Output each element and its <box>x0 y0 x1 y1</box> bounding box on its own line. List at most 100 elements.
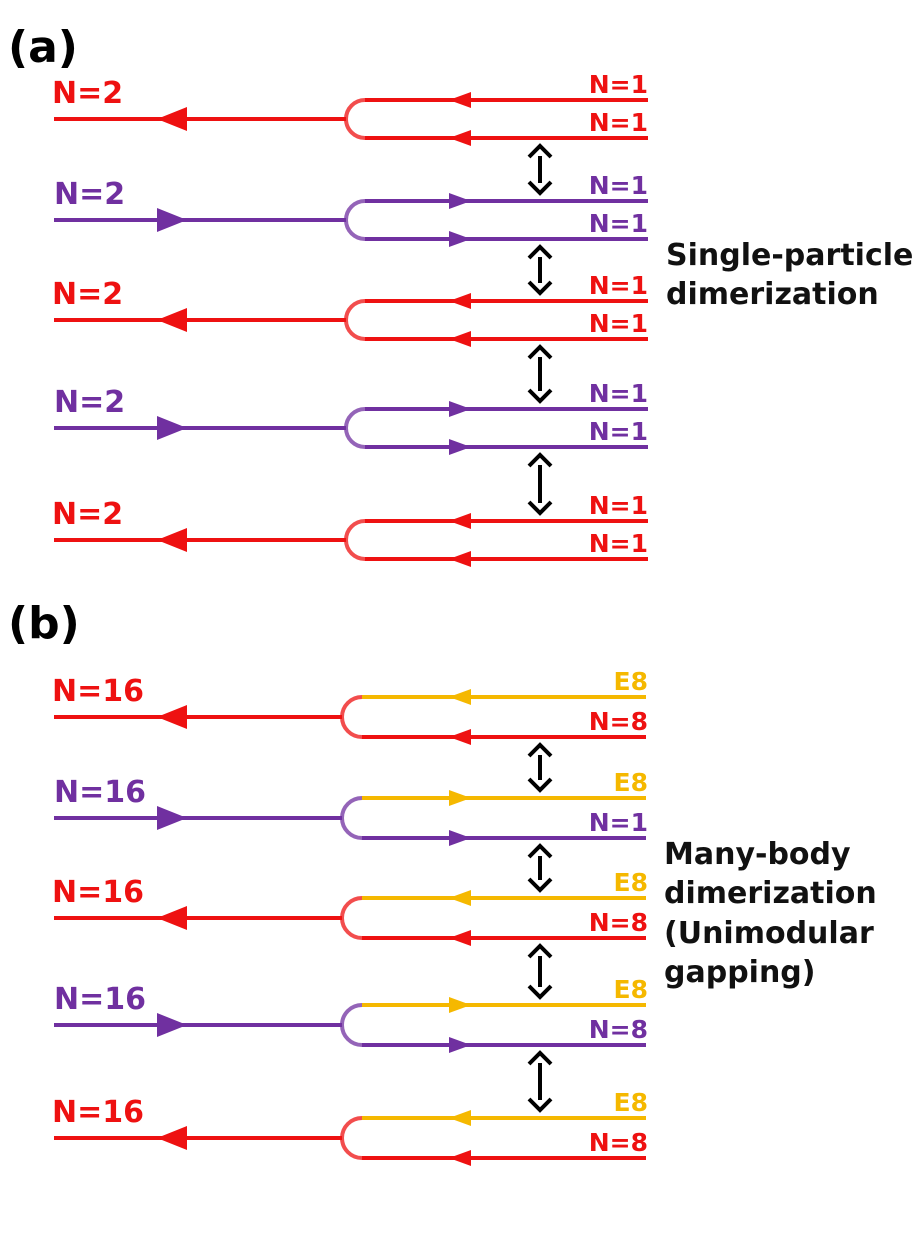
top-arrowhead <box>449 997 471 1013</box>
left-arrowhead <box>157 906 187 930</box>
top-label: N=1 <box>589 379 648 408</box>
double-arrow-head-up <box>527 843 553 859</box>
bottom-arrowhead <box>449 1037 471 1053</box>
bottom-label: N=1 <box>589 529 648 558</box>
double-arrow-head-down <box>527 180 553 196</box>
bottom-label: N=8 <box>589 707 648 736</box>
panel-a-label: (a) <box>8 22 78 73</box>
left-label: N=16 <box>52 875 144 910</box>
top-label: E8 <box>614 975 648 1004</box>
bottom-arrowhead <box>449 830 471 846</box>
panel-b-description-line-2: dimerization <box>664 876 877 911</box>
panel_a-row-4 <box>54 513 648 567</box>
top-label: N=1 <box>589 491 648 520</box>
top-arrowhead <box>449 193 471 209</box>
double-arrow-head-up <box>527 742 553 758</box>
panel-b-description-line-4: gapping) <box>664 955 816 990</box>
top-arrowhead <box>449 890 471 906</box>
wire-bend <box>344 98 366 140</box>
wire-bend <box>344 299 366 341</box>
left-arrowhead <box>157 107 187 131</box>
top-arrowhead <box>449 401 471 417</box>
panel_b-coupling-arrow-0 <box>527 742 553 793</box>
wire-bend <box>340 1003 363 1047</box>
wire-bend <box>344 199 366 241</box>
left-label: N=16 <box>52 674 144 709</box>
bottom-arrowhead <box>449 1150 471 1166</box>
top-arrowhead <box>449 92 471 108</box>
bottom-arrowhead <box>449 331 471 347</box>
wire-bend <box>340 796 363 840</box>
left-arrowhead <box>157 416 187 440</box>
panel_a-row-1 <box>54 193 648 247</box>
left-arrowhead <box>157 528 187 552</box>
coupling-arrows <box>527 143 553 1113</box>
panel-b-description-line-3: (Unimodular <box>664 916 874 951</box>
top-label: N=1 <box>589 171 648 200</box>
top-arrowhead <box>449 689 471 705</box>
top-label: E8 <box>614 1088 648 1117</box>
double-arrow-head-up <box>527 452 553 468</box>
double-arrow-head-up <box>527 244 553 260</box>
left-arrowhead <box>157 1126 187 1150</box>
panel_a-coupling-arrow-0 <box>527 143 553 196</box>
top-label: E8 <box>614 768 648 797</box>
double-arrow-head-down <box>527 777 553 793</box>
top-label: N=1 <box>589 271 648 300</box>
wire-bend <box>344 407 366 449</box>
wire-bend <box>340 1116 363 1160</box>
panel_b-coupling-arrow-2 <box>527 943 553 1000</box>
double-arrow-head-down <box>527 984 553 1000</box>
panel_b-coupling-arrow-1 <box>527 843 553 893</box>
panel_a-coupling-arrow-2 <box>527 344 553 404</box>
top-arrowhead <box>449 790 471 806</box>
wire-bend <box>344 519 366 561</box>
left-arrowhead <box>157 705 187 729</box>
top-arrowhead <box>449 1110 471 1126</box>
panel_a-row-2 <box>54 293 648 347</box>
panel_a-row-0 <box>54 92 648 146</box>
bottom-label: N=1 <box>589 309 648 338</box>
wire-bend <box>340 896 363 940</box>
double-arrow-head-up <box>527 943 553 959</box>
left-label: N=2 <box>52 497 123 532</box>
panel_b-row-3 <box>54 997 646 1053</box>
left-label: N=2 <box>54 177 125 212</box>
panel_b-row-0 <box>54 689 646 745</box>
left-arrowhead <box>157 806 187 830</box>
double-arrow-head-down <box>527 877 553 893</box>
double-arrow-head-down <box>527 280 553 296</box>
bottom-arrowhead <box>449 551 471 567</box>
panel_a-coupling-arrow-3 <box>527 452 553 516</box>
left-label: N=2 <box>52 76 123 111</box>
bottom-label: N=8 <box>589 1128 648 1157</box>
bottom-arrowhead <box>449 439 471 455</box>
left-label: N=16 <box>52 1095 144 1130</box>
top-label: E8 <box>614 667 648 696</box>
panel-a-description-line-1: Single-particle <box>666 238 913 273</box>
left-arrowhead <box>157 208 187 232</box>
bottom-label: N=1 <box>589 417 648 446</box>
bottom-label: N=8 <box>589 1015 648 1044</box>
top-label: E8 <box>614 868 648 897</box>
panel_b-coupling-arrow-3 <box>527 1050 553 1113</box>
top-arrowhead <box>449 513 471 529</box>
panel_b-row-4 <box>54 1110 646 1166</box>
bottom-arrowhead <box>449 729 471 745</box>
double-arrow-head-down <box>527 388 553 404</box>
bottom-label: N=1 <box>589 108 648 137</box>
left-label: N=16 <box>54 982 146 1017</box>
top-label: N=1 <box>589 70 648 99</box>
top-arrowhead <box>449 293 471 309</box>
double-arrow-head-up <box>527 1050 553 1066</box>
bottom-arrowhead <box>449 130 471 146</box>
left-arrowhead <box>157 1013 187 1037</box>
panel_b-row-2 <box>54 890 646 946</box>
panel_a-coupling-arrow-1 <box>527 244 553 296</box>
bottom-arrowhead <box>449 231 471 247</box>
panel_a-row-3 <box>54 401 648 455</box>
bottom-arrowhead <box>449 930 471 946</box>
